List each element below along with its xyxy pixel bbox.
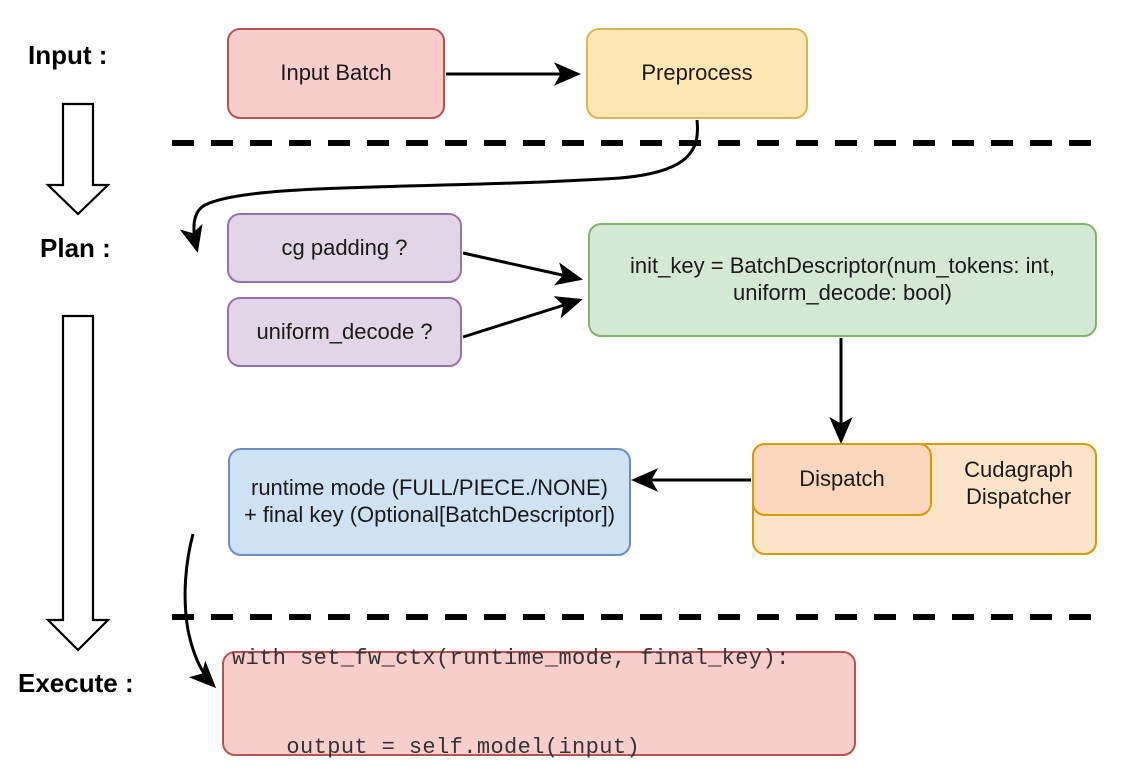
runtime-mode-node[interactable]: runtime mode (FULL/PIECE./NONE) + final … [228,448,631,556]
cudagraph-dispatcher-label-line1: Cudagraph [964,457,1073,482]
runtime-mode-label-line1: runtime mode (FULL/PIECE./NONE) [251,475,608,501]
cg-padding-label: cg padding ? [281,234,408,260]
edge-cg-padding-to-init-key [462,251,583,286]
preprocess-node[interactable]: Preprocess [586,28,808,119]
uniform-decode-node[interactable]: uniform_decode ? [227,297,462,367]
edge-uniform-decode-to-init-key [462,296,583,339]
init-key-label-line1: init_key = BatchDescriptor(num_tokens: i… [630,253,1055,279]
stage-label-plan: Plan : [40,233,111,263]
dispatch-node[interactable]: Dispatch [752,443,932,516]
edge-runtime-mode-to-execute-code [183,533,217,689]
stage-label-execute: Execute : [18,668,134,698]
dispatch-label: Dispatch [799,466,885,492]
preprocess-label: Preprocess [641,60,753,86]
stage-label-input: Input : [28,40,108,70]
execute-code-node[interactable]: with set_fw_ctx(runtime_mode, final_key)… [222,646,856,760]
execute-code-line1: with set_fw_ctx(runtime_mode, final_key)… [232,646,790,672]
execute-code-line2: output = self.model(input) [232,735,641,761]
init-key-batch-descriptor-node[interactable]: init_key = BatchDescriptor(num_tokens: i… [588,223,1097,337]
runtime-mode-label-line2: + final key (Optional[BatchDescriptor]) [243,502,616,527]
cudagraph-dispatcher-label-line2: Dispatcher [965,483,1072,509]
uniform-decode-label: uniform_decode ? [256,318,433,344]
stage-arrow-down-input-to-plan [45,102,111,216]
input-batch-label: Input Batch [280,60,392,86]
stage-arrow-down-plan-to-execute [45,314,111,652]
input-batch-node[interactable]: Input Batch [227,28,445,119]
cg-padding-node[interactable]: cg padding ? [227,213,462,283]
init-key-label-line2: uniform_decode: bool) [733,280,952,305]
